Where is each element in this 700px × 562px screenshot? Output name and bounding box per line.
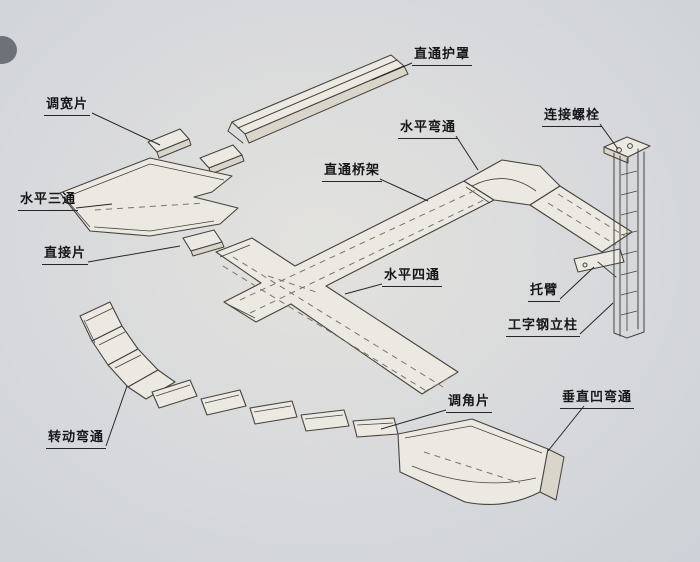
label-horizontal-bend: 水平弯通 — [398, 119, 459, 140]
label-horizontal-tee: 水平三通 — [18, 191, 79, 212]
label-angle-adjust-piece: 调角片 — [446, 393, 493, 414]
label-straight-cover: 直通护罩 — [412, 46, 473, 67]
ibeam-column-part — [603, 136, 651, 339]
leader-rotating-bend — [105, 385, 128, 447]
angle-adjust-pieces-part — [151, 379, 399, 438]
vertical-concave-bend-part — [397, 418, 565, 505]
leader-horizontal-tee — [75, 203, 113, 209]
straight-cover-part — [227, 54, 409, 144]
tray-to-column-part — [529, 185, 633, 253]
label-vertical-concave-bend: 垂直凹弯通 — [560, 389, 635, 410]
leader-straight-tray — [379, 178, 429, 202]
leader-angle-adjust-piece — [380, 409, 447, 430]
label-direct-piece: 直接片 — [42, 245, 89, 266]
leader-lines — [75, 62, 619, 452]
leader-connecting-bolt — [599, 123, 619, 150]
leader-vertical-concave-bend — [547, 405, 585, 452]
horizontal-cross-and-trays-part — [215, 180, 495, 395]
leader-width-adjust-piece — [91, 112, 161, 146]
label-width-adjust-piece: 调宽片 — [44, 96, 91, 117]
leader-support-arm — [559, 266, 595, 300]
leader-direct-piece — [87, 245, 181, 263]
leader-horizontal-bend — [455, 135, 479, 171]
label-ibeam-column: 工字钢立柱 — [506, 317, 581, 338]
leader-horizontal-cross — [344, 283, 383, 295]
label-horizontal-cross: 水平四通 — [382, 267, 443, 288]
leader-ibeam-column — [579, 302, 614, 335]
width-adjust-pieces-part — [147, 128, 245, 175]
rotating-bend-part — [79, 301, 176, 400]
leader-straight-cover — [371, 62, 413, 81]
horizontal-tee-part — [59, 157, 239, 237]
support-arm-part — [573, 248, 625, 278]
label-rotating-bend: 转动弯通 — [46, 429, 107, 450]
label-straight-tray: 直通桥架 — [322, 162, 383, 183]
label-connecting-bolt: 连接螺栓 — [542, 107, 603, 128]
photo-artifact-blob — [0, 36, 17, 64]
label-support-arm: 托臂 — [528, 282, 561, 303]
direct-piece-part — [182, 229, 225, 257]
